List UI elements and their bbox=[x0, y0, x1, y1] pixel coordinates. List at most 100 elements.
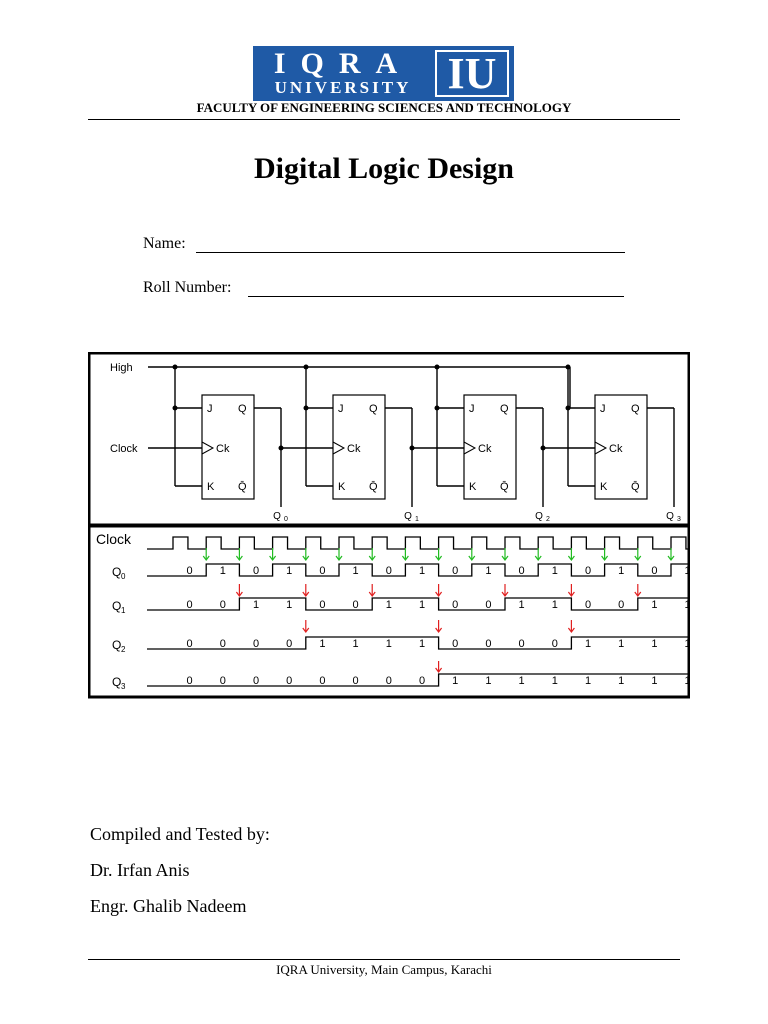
timing-bit-value: 0 bbox=[319, 599, 325, 611]
clock-triangle bbox=[594, 441, 608, 455]
timing-bit-value: 0 bbox=[187, 599, 193, 611]
ripple-arrow-head bbox=[302, 591, 310, 597]
timing-bit-value: 1 bbox=[585, 638, 591, 650]
clock-edge-arrow-head bbox=[435, 555, 443, 561]
junction-dot bbox=[565, 364, 571, 370]
timing-row-label: Q bbox=[112, 638, 121, 652]
timing-row-label: Q bbox=[112, 565, 121, 579]
clock-triangle bbox=[332, 441, 346, 455]
q-label: Q bbox=[631, 403, 640, 415]
logo-wordmark: IQRA UNIVERSITY bbox=[253, 46, 433, 101]
timing-bit-value: 0 bbox=[286, 675, 292, 687]
logo-subtitle: UNIVERSITY bbox=[274, 78, 412, 97]
q-output-subscript: 1 bbox=[415, 516, 419, 523]
j-label: J bbox=[469, 403, 475, 415]
clock-edge-arrow-head bbox=[335, 555, 343, 561]
junction-dot bbox=[434, 364, 440, 370]
ripple-arrow-head bbox=[435, 627, 443, 633]
k-label: K bbox=[600, 481, 608, 493]
timing-bit-value: 0 bbox=[651, 565, 657, 577]
ripple-arrow-head bbox=[567, 627, 575, 633]
timing-bit-value: 1 bbox=[685, 638, 690, 650]
ck-label: Ck bbox=[347, 443, 361, 455]
footer-divider bbox=[88, 959, 680, 960]
q-bar-label: Q̄ bbox=[369, 480, 378, 493]
q-bar-label: Q̄ bbox=[238, 480, 247, 493]
timing-bit-value: 0 bbox=[187, 638, 193, 650]
timing-bit-value: 1 bbox=[319, 638, 325, 650]
clock-edge-arrow-head bbox=[667, 555, 675, 561]
q-output-label: Q bbox=[535, 511, 543, 522]
roll-number-blank-line bbox=[248, 296, 624, 297]
clock-edge-arrow-head bbox=[202, 555, 210, 561]
timing-bit-value: 0 bbox=[220, 675, 226, 687]
timing-clock-label: Clock bbox=[96, 531, 132, 547]
timing-border bbox=[88, 524, 690, 699]
clock-edge-arrow-head bbox=[401, 555, 409, 561]
timing-bit-value: 0 bbox=[552, 638, 558, 650]
k-label: K bbox=[207, 481, 215, 493]
timing-bit-value: 1 bbox=[685, 599, 690, 611]
timing-bit-value: 0 bbox=[253, 565, 259, 577]
document-title: Digital Logic Design bbox=[254, 152, 514, 185]
timing-bit-value: 1 bbox=[651, 675, 657, 687]
j-label: J bbox=[600, 403, 606, 415]
clock-edge-arrow-head bbox=[302, 555, 310, 561]
timing-bit-value: 1 bbox=[220, 565, 226, 577]
timing-bit-value: 0 bbox=[452, 638, 458, 650]
clock-edge-arrow-head bbox=[567, 555, 575, 561]
clock-triangle bbox=[463, 441, 477, 455]
junction-dot bbox=[565, 405, 571, 411]
timing-bit-value: 1 bbox=[552, 599, 558, 611]
timing-bit-value: 0 bbox=[519, 565, 525, 577]
ck-label: Ck bbox=[478, 443, 492, 455]
ripple-arrow-head bbox=[368, 591, 376, 597]
clock-triangle bbox=[201, 441, 215, 455]
timing-bit-value: 1 bbox=[651, 638, 657, 650]
timing-bit-value: 0 bbox=[452, 599, 458, 611]
timing-bit-value: 1 bbox=[552, 565, 558, 577]
timing-row-subscript: 1 bbox=[121, 606, 126, 615]
timing-row-subscript: 2 bbox=[121, 645, 126, 654]
clock-edge-arrow-head bbox=[235, 555, 243, 561]
junction-dot bbox=[303, 405, 309, 411]
timing-bit-value: 1 bbox=[419, 638, 425, 650]
ck-label: Ck bbox=[609, 443, 623, 455]
ripple-arrow-head bbox=[235, 591, 243, 597]
timing-bit-value: 1 bbox=[552, 675, 558, 687]
j-label: J bbox=[207, 403, 213, 415]
timing-row-label: Q bbox=[112, 675, 121, 689]
timing-bit-value: 0 bbox=[319, 565, 325, 577]
junction-dot bbox=[303, 364, 309, 370]
q-output-label: Q bbox=[273, 511, 281, 522]
credits-heading: Compiled and Tested by: bbox=[90, 824, 270, 844]
q-output-subscript: 3 bbox=[677, 516, 681, 523]
timing-bit-value: 0 bbox=[485, 638, 491, 650]
q-bar-label: Q̄ bbox=[500, 480, 509, 493]
clock-edge-arrow-head bbox=[634, 555, 642, 561]
timing-bit-value: 0 bbox=[386, 565, 392, 577]
timing-bit-value: 0 bbox=[353, 599, 359, 611]
timing-bit-value: 0 bbox=[187, 675, 193, 687]
timing-bit-value: 0 bbox=[187, 565, 193, 577]
ripple-arrow-head bbox=[435, 667, 443, 673]
clock-edge-arrow-head bbox=[534, 555, 542, 561]
timing-waveform bbox=[147, 673, 690, 687]
header-divider bbox=[88, 119, 680, 120]
q-label: Q bbox=[238, 403, 247, 415]
ripple-arrow-head bbox=[302, 627, 310, 633]
author-2: Engr. Ghalib Nadeem bbox=[90, 896, 247, 916]
name-label: Name: bbox=[143, 235, 186, 252]
k-label: K bbox=[469, 481, 477, 493]
timing-row-subscript: 0 bbox=[121, 572, 126, 581]
q-label: Q bbox=[369, 403, 378, 415]
timing-bit-value: 1 bbox=[685, 675, 690, 687]
timing-bit-value: 1 bbox=[519, 599, 525, 611]
timing-waveform bbox=[147, 636, 690, 650]
timing-bit-value: 0 bbox=[286, 638, 292, 650]
roll-number-label: Roll Number: bbox=[143, 279, 232, 296]
